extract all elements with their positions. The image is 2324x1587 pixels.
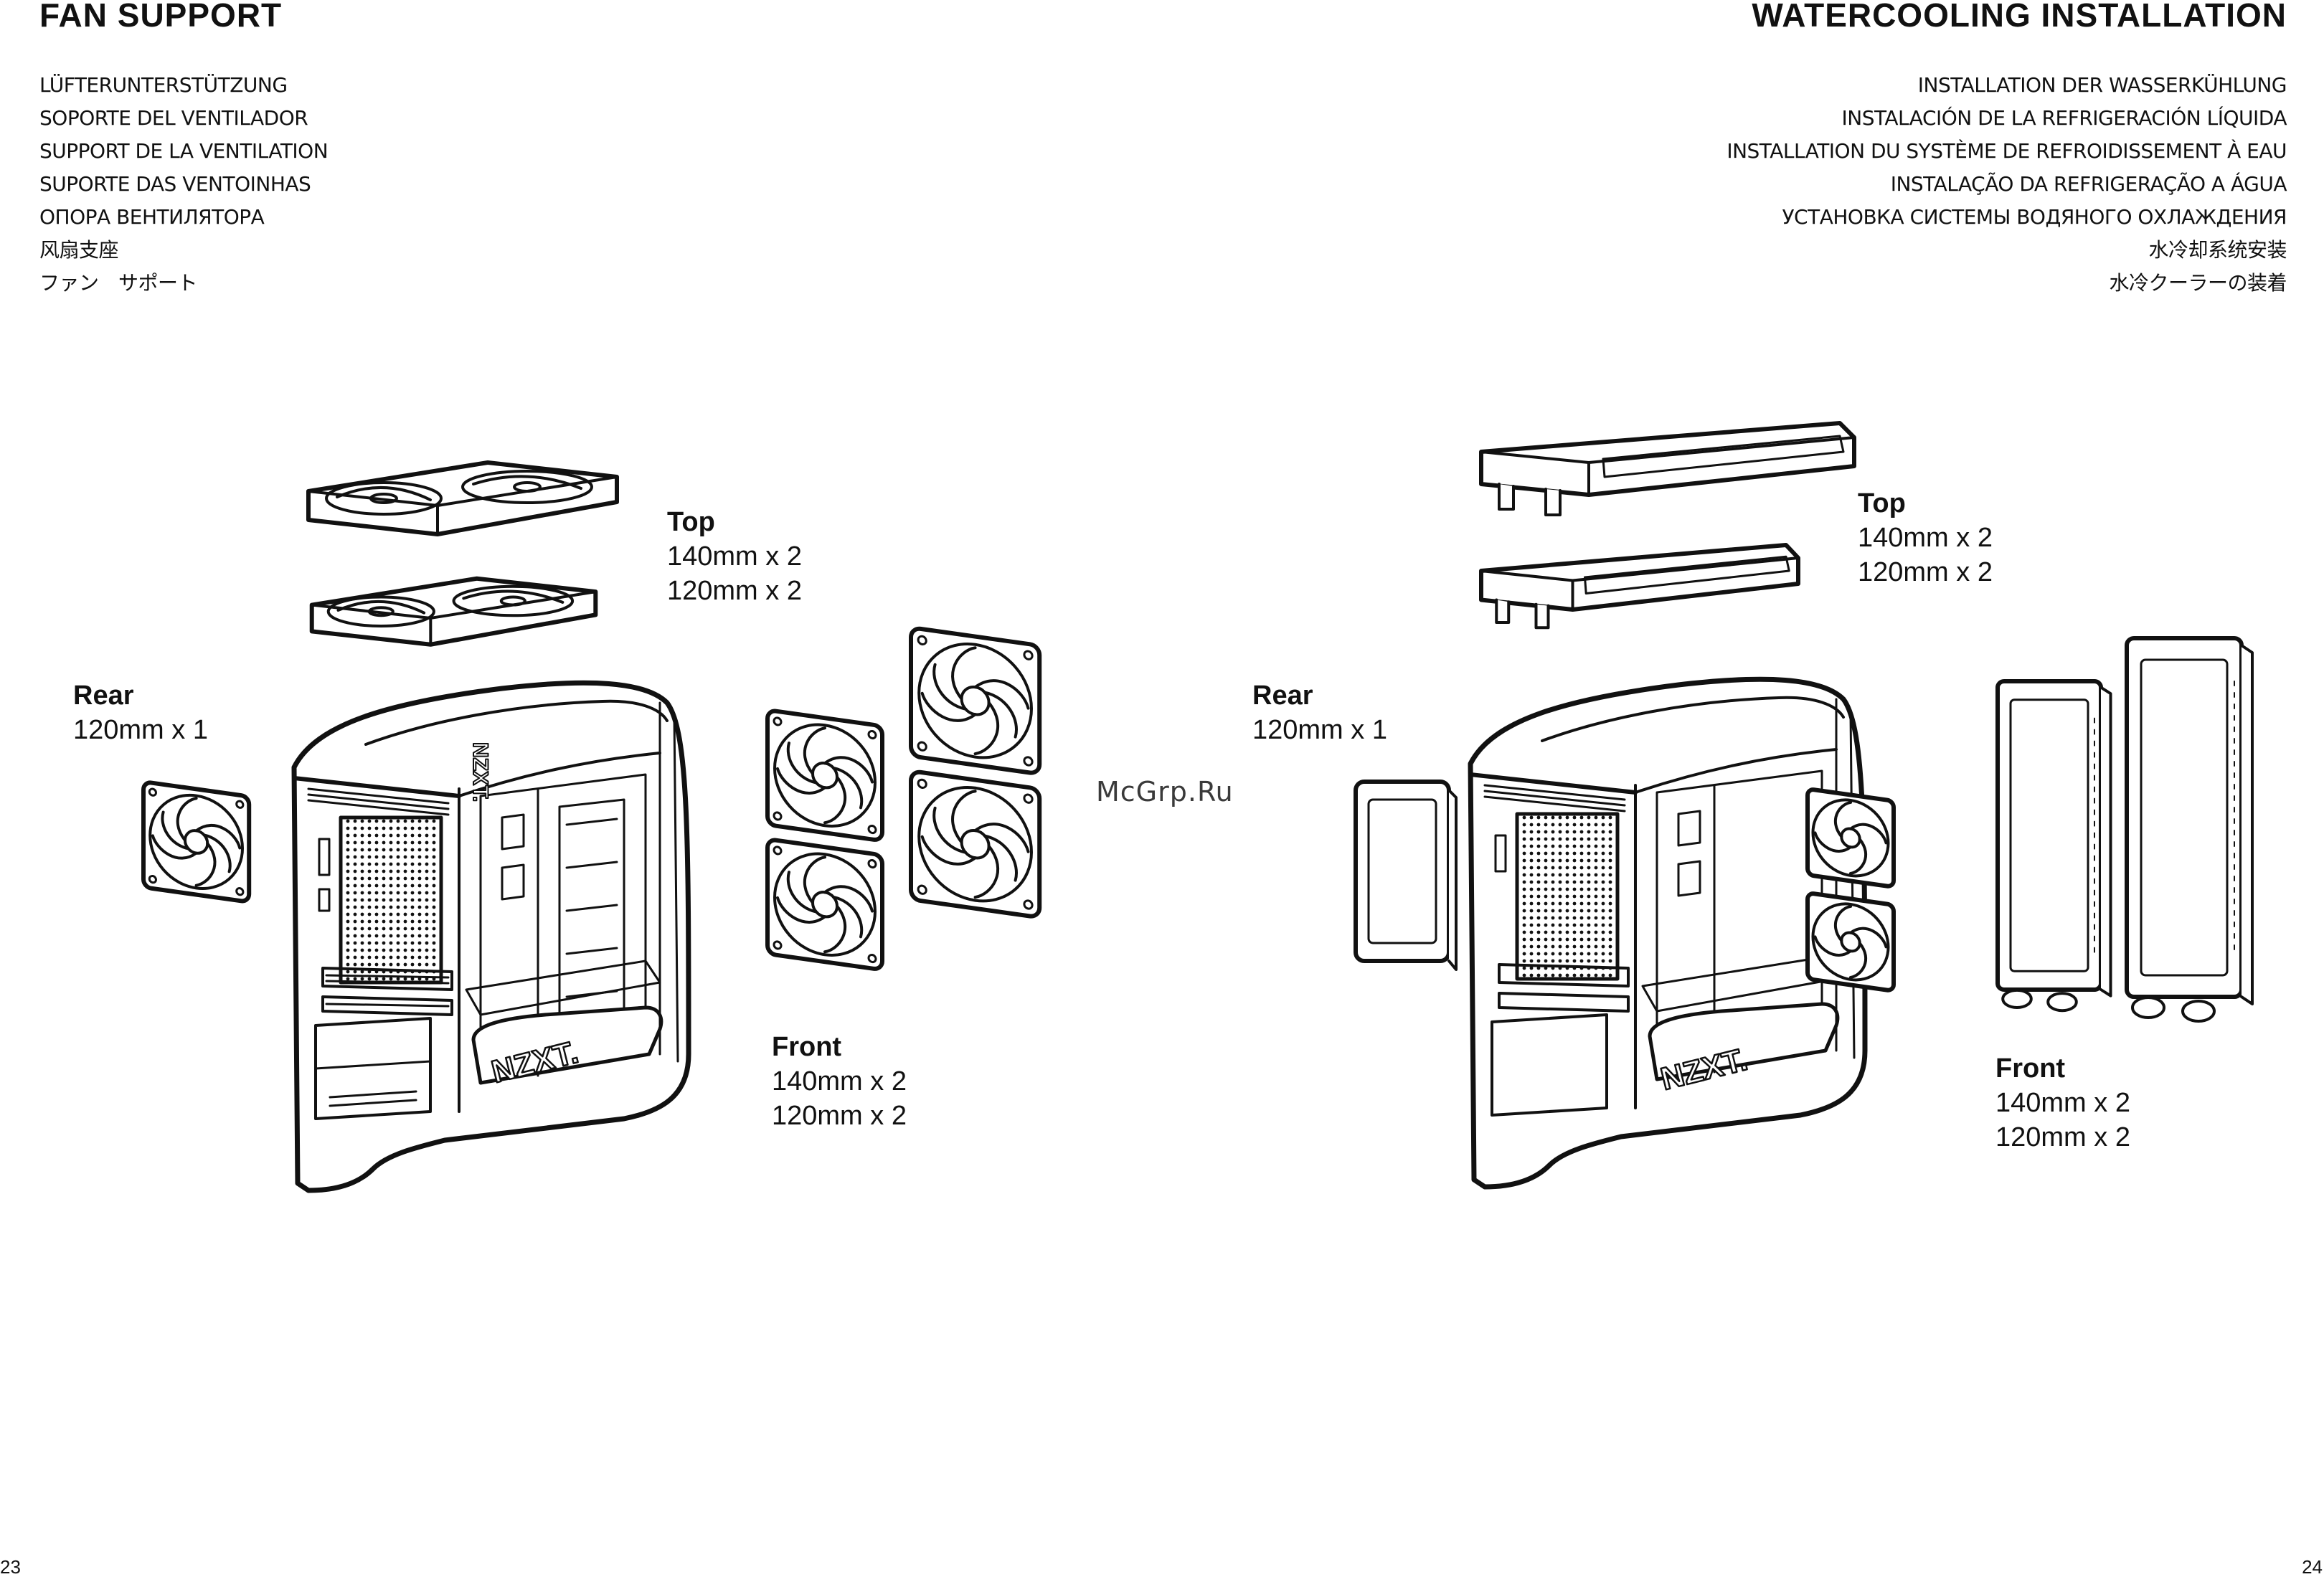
front-heading: Front [772, 1032, 842, 1062]
top-heading: Top [667, 507, 715, 537]
front-fan-label: Front 140mm x 2 120mm x 2 [772, 1030, 907, 1133]
page-number-right: 24 [2302, 1556, 2323, 1578]
watercooling-illustration: NZXT. [1162, 423, 2295, 1212]
translation-es: SOPORTE DEL VENTILADOR [39, 106, 308, 130]
top-capacity-140: 140mm x 2 [667, 541, 802, 572]
rear-fan-label: Rear 120mm x 1 [73, 678, 208, 747]
translation-es: INSTALACIÓN DE LA REFRIGERACIÓN LÍQUIDA [1841, 106, 2287, 130]
front-radiator-label: Front 140mm x 2 120mm x 2 [1995, 1051, 2130, 1155]
top-capacity-120: 120mm x 2 [667, 576, 802, 606]
rear-heading: Rear [1252, 681, 1313, 711]
watercooling-translations: INSTALLATION DER WASSERKÜHLUNG INSTALACI… [1727, 69, 2287, 300]
top-capacity-120: 120mm x 2 [1858, 557, 1993, 587]
translation-ru: ОПОРА ВЕНТИЛЯТОРА [39, 205, 265, 229]
translation-fr: SUPPORT DE LA VENTILATION [39, 139, 329, 163]
rear-radiator-label: Rear 120mm x 1 [1252, 678, 1387, 747]
front-capacity-120: 120mm x 2 [772, 1101, 907, 1131]
top-heading: Top [1858, 488, 1906, 518]
translation-de: INSTALLATION DER WASSERKÜHLUNG [1917, 73, 2287, 97]
translation-zh: 风扇支座 [39, 238, 119, 262]
front-capacity-140: 140mm x 2 [772, 1066, 907, 1096]
fan-support-page: FAN SUPPORT LÜFTERUNTERSTÜTZUNG SOPORTE … [0, 0, 1162, 1578]
fan-support-illustration: NZXT. NZXT. [136, 445, 1069, 1176]
rear-heading: Rear [73, 681, 134, 711]
top-radiator-label: Top 140mm x 2 120mm x 2 [1858, 486, 1993, 589]
top-fan-label: Top 140mm x 2 120mm x 2 [667, 505, 802, 608]
rear-capacity-120: 120mm x 1 [1252, 715, 1387, 745]
translation-pt: SUPORTE DAS VENTOINHAS [39, 172, 311, 196]
front-capacity-140: 140mm x 2 [1995, 1088, 2130, 1118]
watercooling-page: WATERCOOLING INSTALLATION INSTALLATION D… [1162, 0, 2324, 1587]
front-heading: Front [1995, 1053, 2066, 1084]
translation-de: LÜFTERUNTERSTÜTZUNG [39, 73, 288, 97]
fan-support-translations: LÜFTERUNTERSTÜTZUNG SOPORTE DEL VENTILAD… [39, 69, 329, 300]
watermark: McGrp.Ru [1096, 776, 1234, 807]
translation-ru: УСТАНОВКА СИСТЕМЫ ВОДЯНОГО ОХЛАЖДЕНИЯ [1782, 205, 2287, 229]
fan-support-title: FAN SUPPORT [39, 0, 283, 34]
translation-ja: 水冷クーラーの装着 [2109, 271, 2287, 295]
page-number-left: 23 [0, 1556, 21, 1578]
case-logo-vertical: NZXT. [468, 742, 492, 802]
rear-capacity-120: 120mm x 1 [73, 715, 208, 745]
translation-ja: ファン サポート [39, 271, 198, 295]
front-capacity-120: 120mm x 2 [1995, 1122, 2130, 1152]
top-capacity-140: 140mm x 2 [1858, 523, 1993, 553]
translation-zh: 水冷却系统安装 [2148, 238, 2287, 262]
translation-pt: INSTALAÇÃO DA REFRIGERAÇÃO A ÁGUA [1890, 172, 2287, 196]
watercooling-title: WATERCOOLING INSTALLATION [1752, 0, 2287, 34]
translation-fr: INSTALLATION DU SYSTÈME DE REFROIDISSEME… [1727, 139, 2287, 163]
